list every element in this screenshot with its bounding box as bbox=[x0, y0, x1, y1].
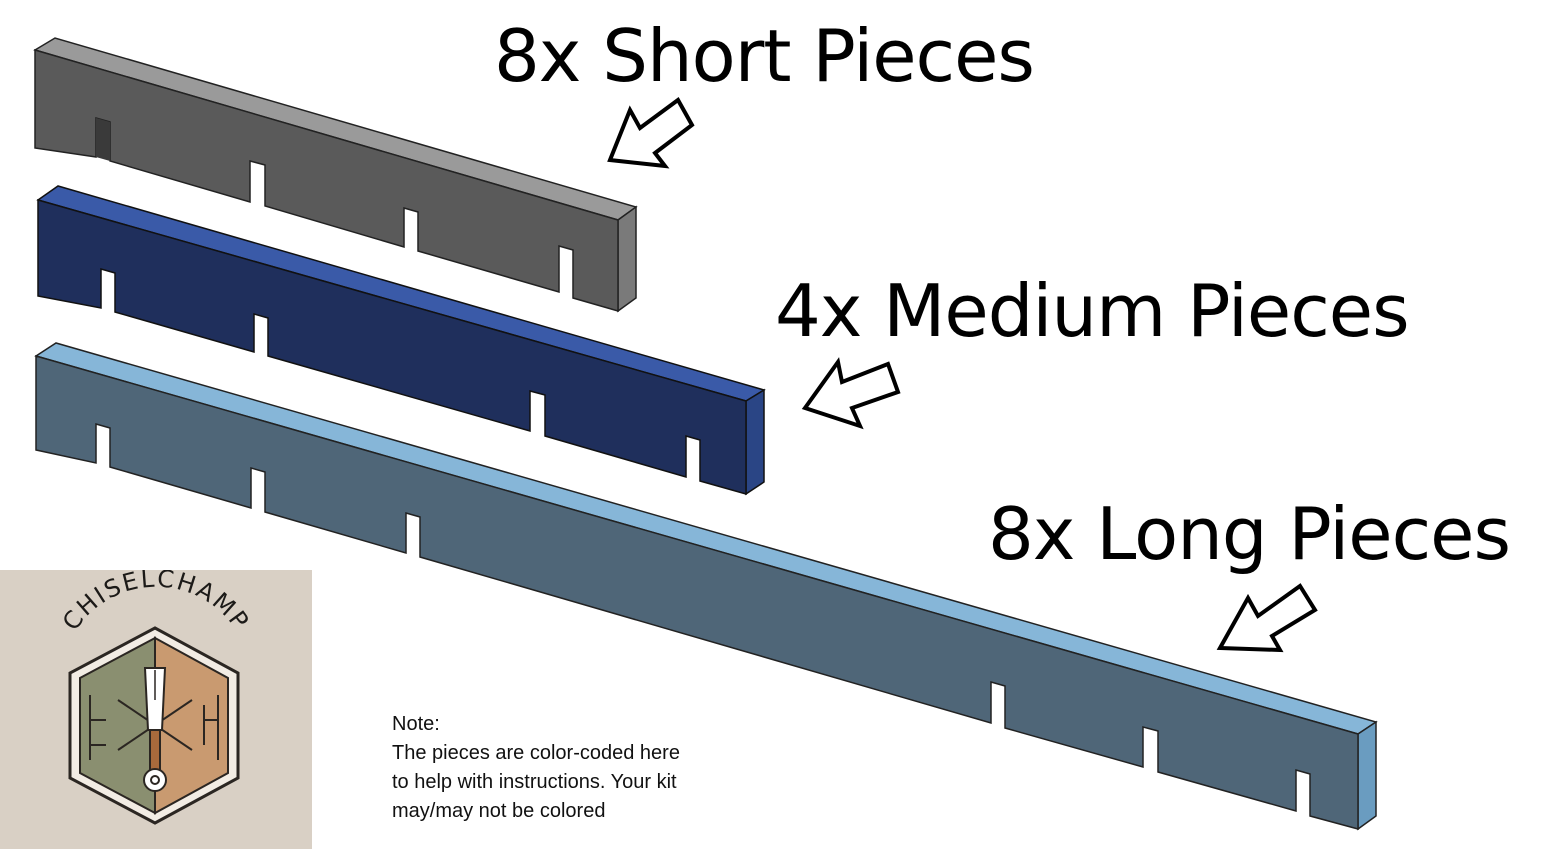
note-line: may/may not be colored bbox=[392, 800, 606, 822]
medium-piece-end bbox=[745, 388, 765, 496]
long-piece bbox=[34, 342, 1378, 831]
long-piece-front bbox=[35, 355, 1359, 830]
chisel-icon bbox=[143, 667, 167, 792]
logo-text: CHISELCHAMP bbox=[57, 564, 253, 635]
medium-piece-front bbox=[37, 199, 747, 495]
long-piece-end bbox=[1357, 720, 1377, 831]
note-line: The pieces are color-coded here bbox=[392, 742, 680, 764]
arrow-medium bbox=[801, 357, 901, 430]
svg-text:CHISELCHAMP: CHISELCHAMP bbox=[57, 570, 255, 636]
note-line: to help with instructions. Your kit bbox=[392, 771, 677, 793]
chiselchamp-logo: CHISELCHAMP bbox=[57, 564, 255, 825]
note-title: Note: bbox=[392, 713, 440, 735]
medium-piece bbox=[36, 185, 766, 496]
long-pieces-label: 8x Long Pieces bbox=[988, 492, 1511, 576]
medium-pieces-label: 4x Medium Pieces bbox=[775, 269, 1410, 353]
arrow-long bbox=[1216, 583, 1318, 653]
short-piece-notch bbox=[96, 118, 110, 161]
short-piece bbox=[33, 37, 638, 313]
short-piece-end bbox=[617, 205, 637, 313]
arrow-short bbox=[607, 97, 695, 169]
chiselchamp-logo-panel: CHISELCHAMP bbox=[0, 564, 312, 849]
short-pieces-label: 8x Short Pieces bbox=[494, 14, 1035, 98]
note-block: Note: The pieces are color-coded here to… bbox=[392, 710, 680, 826]
